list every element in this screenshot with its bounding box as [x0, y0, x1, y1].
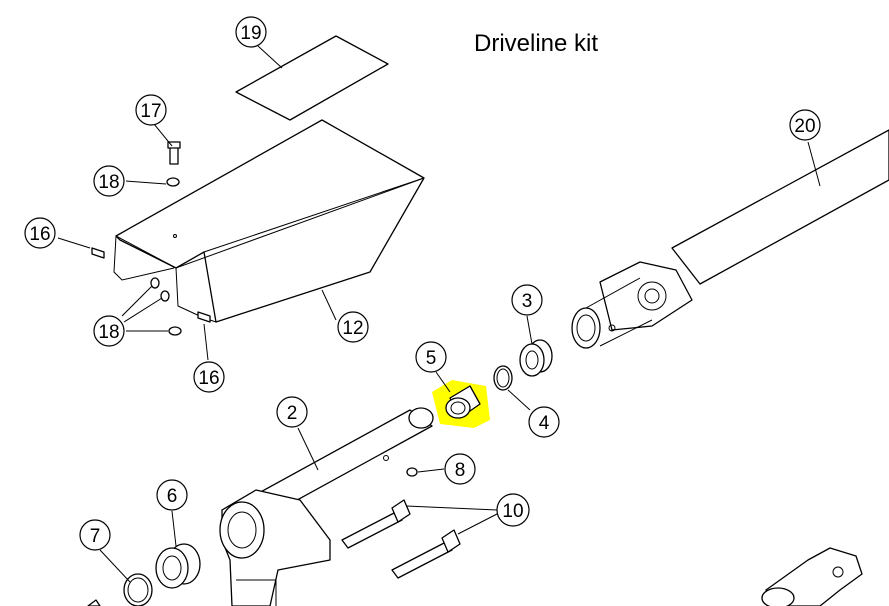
leader-lines	[57, 45, 821, 583]
part-17-bolt	[167, 141, 181, 165]
part-16-screws	[91, 247, 211, 323]
callout-18-top-label: 18	[98, 172, 119, 193]
part-20-driveshaft	[571, 129, 889, 349]
callout-19: 19	[235, 16, 267, 48]
part-2-frame-arm	[219, 407, 434, 606]
part-7-snap-ring	[87, 573, 153, 606]
callout-3-label: 3	[522, 291, 533, 312]
callout-16-left: 16	[24, 217, 56, 249]
part-12-shield	[113, 119, 425, 323]
callout-12-label: 12	[342, 318, 363, 339]
callout-8-label: 8	[455, 460, 466, 481]
callout-6-label: 6	[167, 486, 178, 507]
callout-18-bottom: 18	[93, 315, 125, 347]
callout-5: 5	[415, 341, 447, 373]
part-18-nuts	[150, 177, 182, 336]
callout-17-label: 17	[140, 101, 161, 122]
callout-10-label: 10	[502, 501, 523, 522]
callout-4: 4	[528, 406, 560, 438]
diagram-title: Driveline kit	[474, 30, 599, 57]
part-5-bushing	[432, 380, 490, 428]
callout-20: 20	[789, 109, 821, 141]
callout-7-label: 7	[90, 526, 101, 547]
callout-5-label: 5	[426, 348, 437, 369]
callout-16-bottom: 16	[193, 361, 225, 393]
callout-8: 8	[444, 453, 476, 485]
callout-3: 3	[511, 284, 543, 316]
part-19-decal	[235, 35, 389, 121]
callout-12: 12	[337, 311, 369, 343]
callout-2: 2	[276, 396, 308, 428]
part-4-ring	[493, 365, 513, 391]
callout-18-bottom-label: 18	[98, 322, 119, 343]
part-8-nut	[406, 467, 418, 477]
part-3-bearing	[519, 339, 553, 377]
part-6-seal	[155, 543, 201, 589]
callout-2-label: 2	[287, 403, 298, 424]
callout-16-bottom-label: 16	[198, 368, 219, 389]
callout-4-label: 4	[539, 413, 550, 434]
callout-19-label: 19	[240, 23, 261, 44]
callout-6: 6	[156, 479, 188, 511]
callout-18-top: 18	[93, 165, 125, 197]
yoke-part	[761, 547, 863, 606]
callout-17: 17	[135, 94, 167, 126]
callout-7: 7	[79, 519, 111, 551]
callout-16-left-label: 16	[29, 224, 50, 245]
callout-10: 10	[496, 493, 530, 527]
callout-20-label: 20	[794, 116, 815, 137]
part-10-bolts	[341, 499, 461, 579]
